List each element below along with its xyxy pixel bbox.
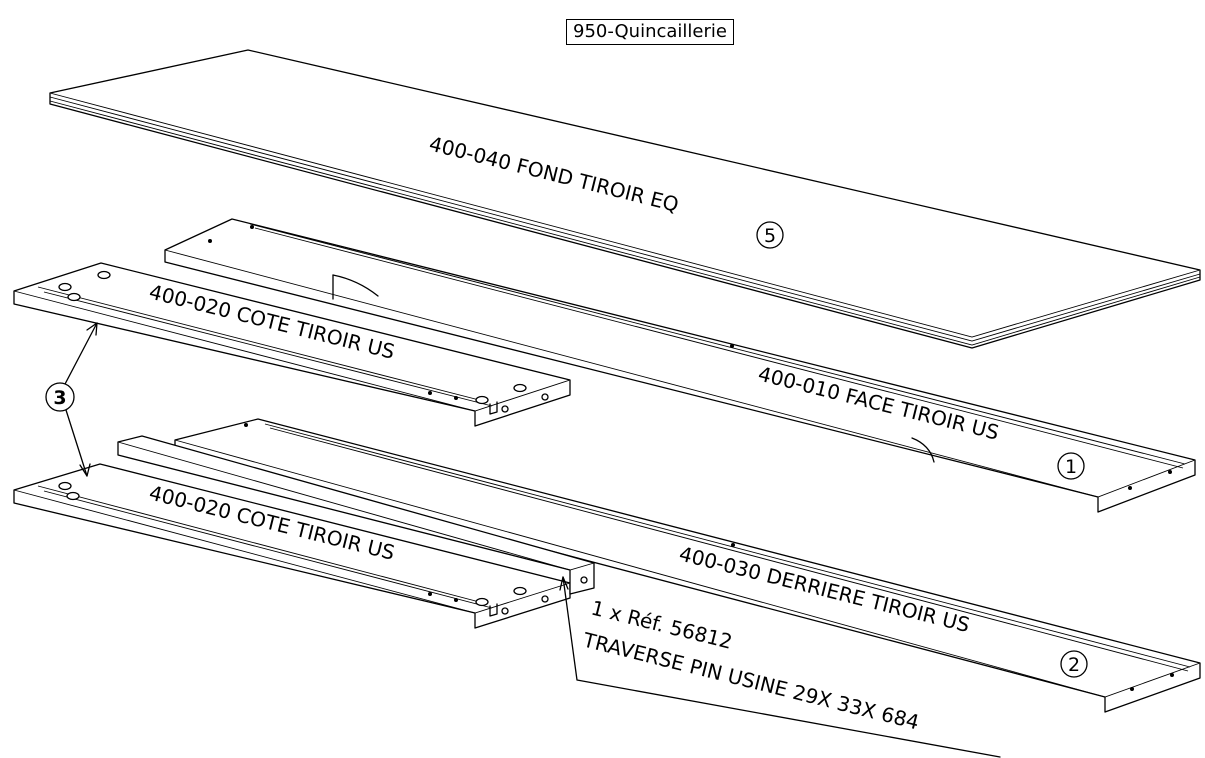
side-upper-bore bbox=[475, 395, 489, 405]
balloon-1-ring bbox=[1057, 452, 1085, 480]
side-lower-hole bbox=[454, 598, 458, 602]
back-top-edge bbox=[174, 439, 1201, 698]
balloon-2-ring bbox=[1060, 650, 1088, 678]
balloon-3-leader-lower bbox=[65, 409, 88, 477]
bottom-panel-top-edge bbox=[49, 92, 1201, 338]
balloon-3-arrow-upper bbox=[86, 322, 98, 336]
side-lower-bore bbox=[66, 491, 80, 501]
balloon-2: 2 bbox=[1060, 650, 1088, 678]
balloon-3-leader-upper bbox=[63, 322, 98, 387]
side-upper-tenon bbox=[489, 401, 498, 415]
balloon-3-arrow-lower bbox=[79, 463, 91, 477]
side-upper-outline bbox=[13, 262, 571, 427]
side-lower-outline bbox=[13, 463, 571, 629]
front-hole bbox=[250, 225, 254, 229]
side-upper-bore bbox=[58, 282, 72, 292]
side-lower-groove-2 bbox=[43, 490, 493, 609]
side-lower-bore bbox=[513, 586, 527, 596]
balloon-5-ring bbox=[756, 221, 784, 249]
bottom-panel-outline bbox=[49, 49, 1201, 349]
front-groove-line bbox=[249, 223, 1186, 465]
balloon-1: 1 bbox=[1057, 452, 1085, 480]
bottom-panel-layer-1 bbox=[49, 96, 1201, 342]
balloon-5: 5 bbox=[756, 221, 784, 249]
back-groove bbox=[264, 423, 1191, 668]
balloon-5-number: 5 bbox=[764, 225, 776, 247]
side-upper-groove-2 bbox=[43, 291, 493, 407]
front-notch-right bbox=[911, 437, 935, 463]
traverse-leader-arrow bbox=[559, 576, 569, 591]
side-upper-top-edge bbox=[13, 290, 571, 412]
hardware-note-line-2: TRAVERSE PIN USINE 29X 33X 684 bbox=[580, 627, 922, 734]
balloon-3-number: 3 bbox=[53, 387, 66, 409]
back-hole bbox=[1130, 687, 1134, 691]
side-lower-hole bbox=[428, 592, 432, 596]
side-lower-pin-hole bbox=[501, 607, 509, 615]
side-lower-bore bbox=[58, 481, 72, 491]
side-upper-hole bbox=[454, 396, 458, 400]
side-lower-tenon bbox=[489, 603, 498, 617]
traverse-leader-line bbox=[562, 576, 1001, 758]
side-lower-top-edge bbox=[13, 489, 571, 614]
balloon-3-group: 3 bbox=[45, 322, 98, 477]
back-hole bbox=[244, 423, 248, 427]
balloon-3-ring bbox=[45, 382, 75, 412]
back-hole bbox=[731, 543, 735, 547]
side-upper-bore bbox=[67, 292, 81, 302]
front-top-edge bbox=[164, 249, 1196, 498]
front-hole bbox=[1168, 470, 1172, 474]
title-box: 950-Quincaillerie bbox=[566, 19, 734, 45]
title-text: 950-Quincaillerie bbox=[573, 21, 727, 42]
front-hole bbox=[208, 239, 212, 243]
traverse-hole bbox=[580, 576, 588, 584]
side-upper-groove bbox=[37, 286, 488, 403]
front-hole bbox=[1128, 486, 1132, 490]
front-notch-left bbox=[332, 274, 379, 297]
traverse-top-edge bbox=[117, 441, 595, 571]
side-upper-bore bbox=[513, 383, 527, 393]
side-upper-hole bbox=[428, 391, 432, 395]
side-upper-pin-hole bbox=[541, 393, 549, 401]
front-groove-line-2 bbox=[254, 227, 1184, 469]
bottom-panel-layer-2 bbox=[49, 100, 1201, 346]
side-upper-bore bbox=[97, 270, 111, 280]
side-upper-pin-hole bbox=[501, 405, 509, 413]
balloon-1-number: 1 bbox=[1065, 456, 1077, 478]
side-lower-bore bbox=[475, 597, 489, 607]
back-hole bbox=[1170, 673, 1174, 677]
front-outline bbox=[164, 218, 1196, 513]
back-groove-2 bbox=[269, 427, 1189, 672]
side-lower-groove bbox=[37, 485, 488, 605]
side-lower-pin-hole bbox=[541, 595, 549, 603]
balloon-2-number: 2 bbox=[1068, 654, 1080, 676]
bottom-panel-400-040: 400-040 FOND TIROIR EQ 5 bbox=[49, 49, 1201, 349]
traverse-56812 bbox=[117, 435, 595, 595]
front-hole bbox=[730, 344, 734, 348]
